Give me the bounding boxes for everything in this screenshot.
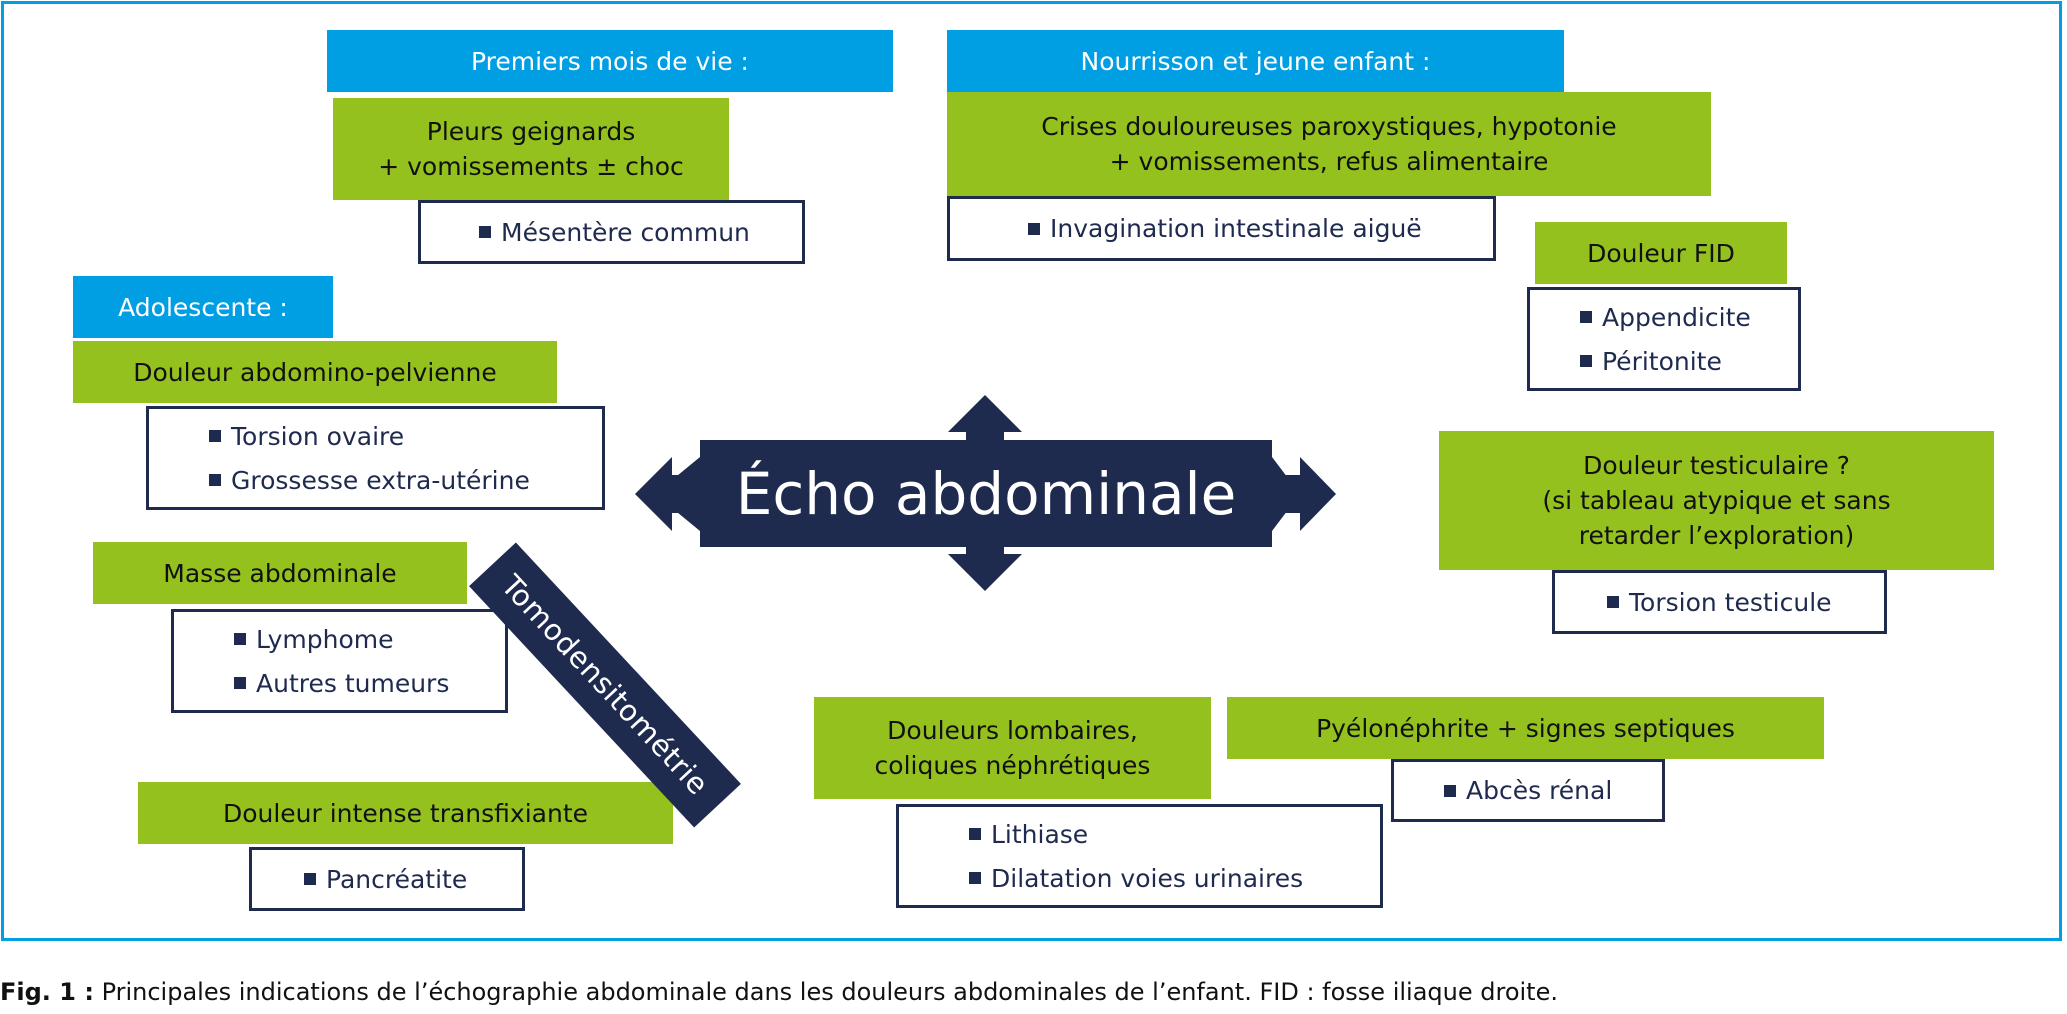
list-item: Péritonite (1580, 339, 1798, 383)
caption-label: Fig. 1 : (0, 978, 94, 1006)
arrow-left-icon (635, 457, 700, 531)
condition-pyelonephrite: Pyélonéphrite + signes septiques (1227, 697, 1824, 759)
condition-masse: Masse abdominale (93, 542, 467, 604)
condition-transfixiante: Douleur intense transfixiante (138, 782, 673, 844)
condition-testiculaire: Douleur testiculaire ? (si tableau atypi… (1439, 431, 1994, 570)
list-item: Autres tumeurs (234, 661, 505, 705)
arrow-right-icon (1272, 457, 1336, 531)
header-nourrisson: Nourrisson et jeune enfant : (947, 30, 1564, 92)
list-item: Lithiase (969, 812, 1380, 856)
diagnosis-box-lombaires: Lithiase Dilatation voies urinaires (896, 804, 1383, 908)
caption-text: Principales indications de l’échographie… (93, 978, 1558, 1006)
bullet-icon (1580, 311, 1592, 323)
list-item: Lymphome (234, 617, 505, 661)
bullet-icon (1444, 784, 1456, 797)
bullet-icon (1028, 222, 1040, 235)
diagnosis-box-abces: Abcès rénal (1391, 759, 1665, 822)
bullet-icon (1607, 596, 1619, 608)
list-item: Mésentère commun (479, 210, 802, 254)
list-item: Dilatation voies urinaires (969, 856, 1380, 900)
figure-caption: Fig. 1 : Principales indications de l’éc… (0, 978, 1558, 1006)
diagnosis-box-testicule: Torsion testicule (1552, 570, 1887, 634)
diagnosis-box-invagination: Invagination intestinale aiguë (947, 196, 1496, 261)
bullet-icon (969, 828, 981, 840)
condition-fid: Douleur FID (1535, 222, 1787, 284)
center-box-shape (700, 440, 1272, 547)
condition-crises: Crises douloureuses paroxystiques, hypot… (947, 92, 1711, 196)
condition-lombaires: Douleurs lombaires, coliques néphrétique… (814, 697, 1211, 799)
four-way-arrow-icon (635, 395, 1336, 591)
bullet-icon (209, 430, 221, 442)
bullet-icon (234, 633, 246, 645)
diagnosis-box-pancreatite: Pancréatite (249, 847, 525, 911)
bullet-icon (209, 474, 221, 486)
list-item: Abcès rénal (1444, 769, 1662, 813)
figure-frame (1, 1, 2062, 941)
diagnosis-box-mesentere: Mésentère commun (418, 200, 805, 264)
list-item: Pancréatite (304, 857, 522, 901)
arrow-down-icon (948, 547, 1022, 591)
bullet-icon (1580, 355, 1592, 367)
condition-abdomino-pelvienne: Douleur abdomino-pelvienne (73, 341, 557, 403)
diagnosis-box-masse: Lymphome Autres tumeurs (171, 609, 508, 713)
center-label: Écho abdominale (735, 459, 1237, 528)
bullet-icon (479, 226, 491, 238)
header-adolescente: Adolescente : (73, 276, 333, 338)
list-item: Appendicite (1580, 295, 1798, 339)
diagnosis-box-abdomino: Torsion ovaire Grossesse extra-utérine (146, 406, 605, 510)
bullet-icon (234, 677, 246, 689)
list-item: Grossesse extra-utérine (209, 458, 602, 502)
bullet-icon (304, 873, 316, 885)
list-item: Torsion ovaire (209, 414, 602, 458)
list-item: Invagination intestinale aiguë (1028, 207, 1493, 251)
bullet-icon (969, 872, 981, 884)
arrow-up-icon (948, 395, 1022, 440)
diagnosis-box-fid: Appendicite Péritonite (1527, 287, 1801, 391)
list-item: Torsion testicule (1607, 580, 1884, 624)
header-premiers-mois: Premiers mois de vie : (327, 30, 893, 92)
condition-pleurs: Pleurs geignards + vomissements ± choc (333, 98, 729, 200)
